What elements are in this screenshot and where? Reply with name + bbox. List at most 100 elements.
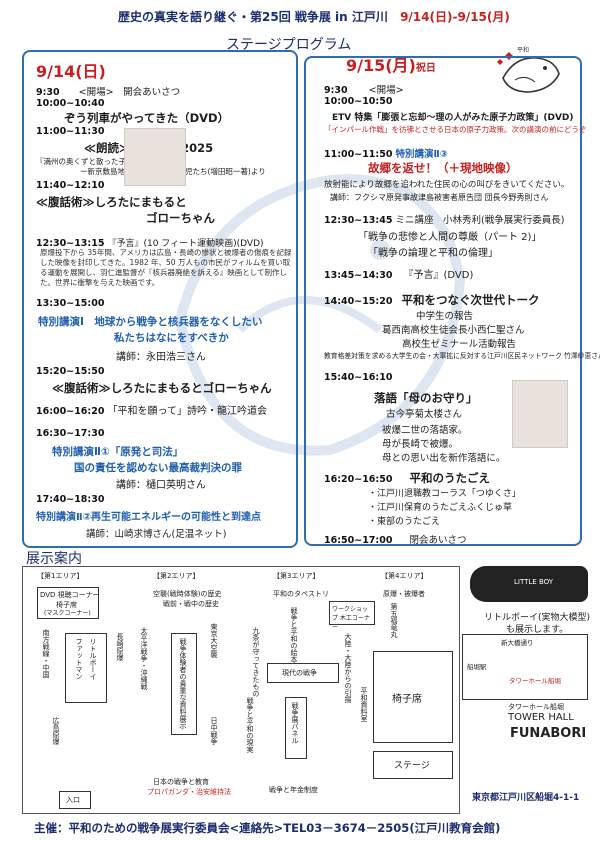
z3-panel: 戦争展パネル [285,697,307,759]
fatman-label: ファットマン [75,638,83,680]
dvd-corner: DVD 視聴コーナー 椅子席 (マスクコーナー) [37,587,100,619]
day2-item-18: 落語「母のお守り」 [374,391,478,405]
day2-item-14: 葛西南高校生徒会長小西仁聖さん [382,325,525,336]
z4-e: 椅子席 [392,694,422,705]
tower-jp: タワーホール船堀 [508,703,564,711]
day1-item-13: 特別講演Ⅰ 地球から戦争と核兵器をなくしたい [38,316,263,328]
z4-d: 平和資料室 [360,687,368,722]
day2-item-5: 故郷を返せ！（＋現地映像） [368,161,518,175]
z3-b: ワークショップ 木工コーナー [332,606,370,631]
map-street: 新大橋通り [501,639,534,647]
day2-item-26: ・東部のうたごえ [368,517,441,527]
day2-item-15: 高校生ゼミナール活動報告 [402,339,517,350]
day2-item-27: 閉会あいさつ [409,535,467,546]
day1-time-12: 13:30~15:00 [36,298,105,309]
day2-item-7: 講師：フクシマ原発事故津島被害者原告団 団長今野秀則さん [330,193,549,202]
entrance: 入口 [59,791,91,809]
day1-item-5: 『満州の奥くずと散った子どもたちの遺書』 [36,157,186,166]
day1-time-18: 16:00~16:20 [36,406,105,417]
z3-modern-war: 現代の戦争 [267,663,339,683]
z3-a: 平和のタペストリ [273,590,329,598]
day2-time-1: 10:00~10:50 [324,96,393,107]
z2-panel-box: 戦争体験者の貴重な資料展示 [171,633,197,735]
day2-time-0: 9:30 [324,85,348,96]
day1-time-7: 11:40~12:10 [36,180,105,191]
day1-time-16: 15:20~15:50 [36,366,105,377]
day2-time-12: 14:40~15:20 [324,296,393,307]
z4-seating: 椅子席 [373,651,453,743]
day2-time-8: 12:30~13:45 [324,215,393,226]
z2-c: 太平洋戦争・沖縄戦 [140,627,148,690]
header-title-prefix: 歴史の真実を語り継ぐ・第25回 戦争展 in 江戸川 [118,10,388,24]
day2-time-11: 13:45~14:30 [324,270,393,281]
day2-item-10: 「戦争の論理と平和の倫理」 [368,248,498,259]
z3-e: 戦争展パネル [291,702,299,744]
day2-item-0: <開場> [368,85,404,96]
z3-c: 戦争と平和の絵本 [290,607,298,663]
ventriloquist-photo [124,128,186,186]
day1-panel: 9/14(日) 9:30 <開場> 開会あいさつ 10:00~10:40 ぞう列… [22,50,298,548]
map-station: 船堀駅 [467,663,487,671]
nagasaki-label: 長崎原爆 [116,633,124,661]
day2-date: 9/15(月)祝日 [346,52,436,76]
z2-b: 戦前・戦中の歴史 [163,600,219,608]
day2-item-20: 被爆二世の落語家。 [382,425,468,436]
day1-date: 9/14(日) [36,62,106,81]
day2-item-12: 平和をつなぐ次世代トーク [401,293,540,307]
day2-item-9: 「戦争の悲惨と人間の尊厳（パート 2)」 [358,232,542,243]
day1-item-9: ゴローちゃん [146,211,215,225]
stage-program-title: ステージプログラム [226,37,352,53]
day2-time-4: 11:00~11:50 [324,149,393,160]
z2-d: 東京大空襲 [210,623,218,658]
day1-item-14: 私たちはなにをすべきか [114,332,229,344]
z2-a: 空襲(戦時体験)の歴史 [153,590,222,598]
day2-item-25: ・江戸川保育のうたごえふくじゅ草 [368,503,513,513]
z3-workshop: ワークショップ 木工コーナー [329,601,375,631]
map-hall: タワーホール船堀 [509,677,561,685]
day1-time-19: 16:30~17:30 [36,428,105,439]
day2-item-2: ETV 特集「膨張と忘却〜理の人がみた原子力政策」(DVD) [332,113,574,123]
day2-item-6: 放射能により故郷を追われた住民の心の叫びをきいてください。 [324,180,570,190]
day2-holiday: 祝日 [415,63,436,74]
z4-a: 原爆・被爆者 [383,590,425,598]
z2-g: 日本の戦争と教育 [153,778,209,786]
littleboy-model-image: LITTLE BOY [470,566,588,602]
day2-item-8: ミニ講座 小林秀利(戦争展実行委員長) [395,215,565,226]
day2-time-27: 16:50~17:00 [324,535,393,546]
z3-d: 九条が守ってきたもの [252,627,260,697]
day2-item-19: 古今亭菊太楼さん [386,409,463,420]
hiroshima-label: 広島原爆 [52,717,60,745]
day2-item-16: 教育格差対策を求める大学生の会・大軍拡に反対する江戸川区民ネットワーク 竹澤紗恵… [324,352,600,360]
tower-en: TOWER HALL [508,712,574,723]
zone-1-label: 【第1エリア】 [37,572,84,580]
footer: 主催：平和のための戦争展実行委員会<連絡先>TEL03－3674－2505(江戸… [34,821,501,835]
day1-item-15: 講師：永田浩三さん [116,352,206,363]
day1-item-4: ≪朗読≫イマジン 2025 [84,141,214,155]
day1-item-18: 「平和を願って」詩吟・龍江吟道会 [107,406,267,417]
lb-model-label: リトルボーイ(実物大模型) [484,613,591,623]
day2-item-3: 「インパール作戦」を彷彿とさせる日本の原子力政策。次の講演の前にどうぞ [324,125,587,134]
funabori: FUNABORI [510,726,587,741]
address: 東京都江戸川区船堀4-1-1 [472,793,580,803]
day2-item-4: 特別講演Ⅱ③ [395,149,448,160]
zone-2-label: 【第2エリア】 [153,572,200,580]
z4-f: ステージ [394,761,430,771]
day1-item-21: 国の責任を認めない最高裁判決の罪 [74,462,242,474]
day2-item-23: 平和のうたごえ [409,471,490,485]
day2-item-24: ・江戸川退職教コーラス「つゆくさ」 [368,489,521,499]
svg-text:平和: 平和 [517,46,529,54]
day2-item-13: 中学生の報告 [416,311,474,322]
day1-item-17: ≪腹話術≫しろたにまもるとゴローちゃん [52,381,272,395]
seats-label: 椅子席 [56,601,77,609]
lb-text: LITTLE BOY [514,578,554,586]
day2-item-11: 『予言』(DVD) [403,270,474,281]
day2-time-17: 15:40~16:10 [324,372,393,383]
z4-c: 大陸・大陸からの引揚 [344,633,352,703]
header-title: 歴史の真実を語り継ぐ・第25回 戦争展 in 江戸川 9/14(日)-9/15(… [118,8,510,25]
littleboy-label: リトルボーイ [89,638,97,680]
z4-b: 第五福竜丸 [390,603,398,638]
z2-h: プロパガンダ・治安維持法 [147,788,231,796]
day1-item-2: ぞう列車がやってきた（DVD） [64,111,230,125]
z3-g: 戦争と平和の現実 [246,697,254,753]
day1-item-11: 原爆投下から 35年間、アメリカは広島・長崎の惨状と被爆者の傷痕を記録した映像を… [40,248,292,287]
